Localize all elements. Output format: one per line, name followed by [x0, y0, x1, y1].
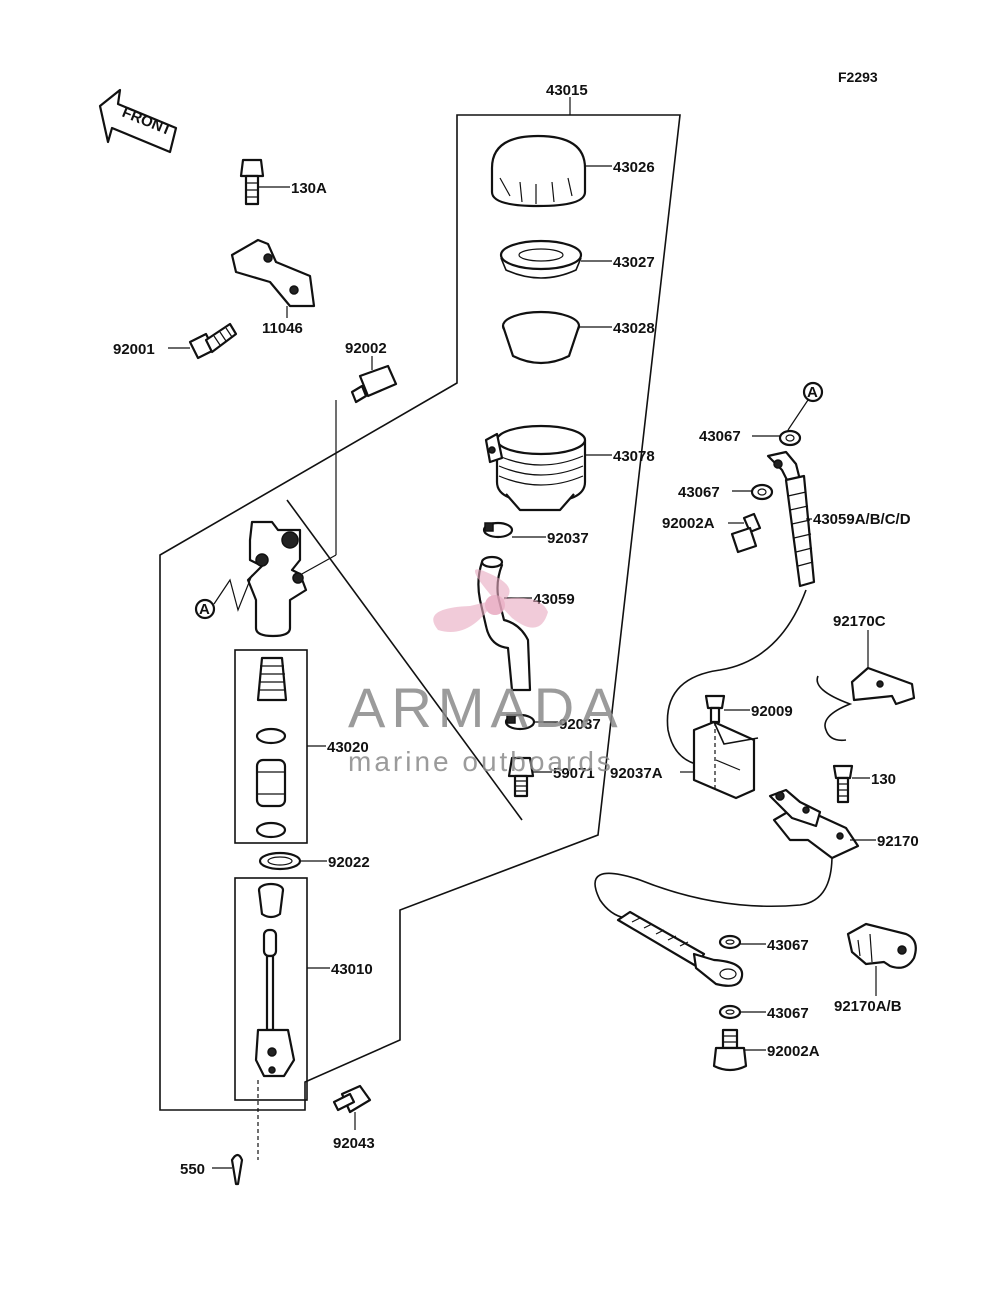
- reservoir-plate: [499, 239, 583, 279]
- hose-bracket-92170: [768, 788, 860, 860]
- label-43067-b: 43067: [678, 484, 720, 501]
- label-43027: 43027: [613, 254, 655, 271]
- bolt-130: [832, 764, 854, 804]
- push-rod-boot: [257, 882, 285, 919]
- ref-marker-a-left: [194, 598, 216, 620]
- label-92002a-top: 92002A: [662, 515, 715, 532]
- label-43059: 43059: [533, 591, 575, 608]
- label-43026: 43026: [613, 159, 655, 176]
- label-130: 130: [871, 771, 896, 788]
- label-92022: 92022: [328, 854, 370, 871]
- bolt-130a: [239, 158, 265, 206]
- hose-clamp-92170c: [816, 666, 916, 742]
- banjo-bolt-top: [730, 512, 762, 554]
- washer-43067-a: [778, 429, 802, 447]
- master-cylinder-body: [246, 520, 308, 638]
- reservoir-group-outline: [159, 114, 681, 1111]
- label-92170: 92170: [877, 833, 919, 850]
- label-92002: 92002: [345, 340, 387, 357]
- reservoir-body: [484, 424, 587, 512]
- hose-clamp-bottom: [504, 713, 536, 731]
- brake-hose-line-a: [666, 589, 807, 766]
- piston-seal-lower: [255, 821, 287, 839]
- piston-boot: [256, 656, 288, 702]
- diagram-code: F2293: [838, 69, 878, 85]
- watermark: ARMADA marine outboards: [348, 569, 624, 777]
- label-550: 550: [180, 1161, 205, 1178]
- cotter-pin: [230, 1153, 244, 1186]
- label-92037-top: 92037: [547, 530, 589, 547]
- ref-marker-a-right: [802, 381, 824, 403]
- hose-fitting: [507, 756, 535, 798]
- label-43010: 43010: [331, 961, 373, 978]
- label-92170c: 92170C: [833, 613, 886, 630]
- label-92002a-bottom: 92002A: [767, 1043, 820, 1060]
- watermark-tagline: marine outboards: [348, 746, 614, 777]
- label-43028: 43028: [613, 320, 655, 337]
- snap-ring: [258, 851, 302, 871]
- washer-43067-c: [718, 934, 742, 950]
- label-92009: 92009: [751, 703, 793, 720]
- banjo-bolt-bottom: [712, 1028, 748, 1072]
- label-11046: 11046: [262, 320, 303, 337]
- label-130a: 130A: [291, 180, 327, 197]
- label-43020: 43020: [327, 739, 369, 756]
- brake-hose-lower: [616, 910, 744, 987]
- screw-92009: [704, 694, 726, 724]
- ref-marker-a-right-text: A: [807, 384, 818, 401]
- label-43059abcd: 43059A/B/C/D: [813, 511, 911, 528]
- washer-43067-b: [750, 483, 774, 501]
- label-92170ab: 92170A/B: [834, 998, 902, 1015]
- label-92043: 92043: [333, 1135, 375, 1152]
- hose-guide-92037a: [692, 720, 759, 800]
- ref-marker-a-left-text: A: [199, 601, 210, 618]
- label-43015: 43015: [546, 82, 588, 99]
- push-rod-group: [234, 877, 308, 1101]
- label-43067-c: 43067: [767, 937, 809, 954]
- bracket-11046: [230, 238, 316, 308]
- brake-hose-line-b: [594, 829, 833, 919]
- front-arrow-icon: FRONT: [98, 88, 178, 154]
- hose-clamp-92170ab: [846, 922, 917, 969]
- label-92037-bottom: 92037: [559, 716, 601, 733]
- label-92001: 92001: [113, 341, 155, 358]
- piston: [255, 758, 287, 808]
- bolt-92001: [188, 322, 238, 360]
- clevis-pin: [332, 1084, 372, 1114]
- label-92037a: 92037A: [610, 765, 663, 782]
- watermark-brand: ARMADA: [348, 676, 624, 739]
- guide-line: [286, 499, 523, 821]
- brake-hose-upper: [766, 450, 816, 588]
- reservoir-cap: [490, 134, 587, 208]
- label-59071: 59071: [553, 765, 595, 782]
- bolt-92002: [350, 364, 398, 404]
- hose-clamp-top: [482, 521, 514, 539]
- label-43067-a: 43067: [699, 428, 741, 445]
- propeller-logo-icon: [433, 569, 548, 632]
- push-rod: [254, 928, 296, 1078]
- label-43067-d: 43067: [767, 1005, 809, 1022]
- piston-seal-upper: [255, 727, 287, 745]
- reservoir-diaphragm: [501, 310, 581, 365]
- label-43078: 43078: [613, 448, 655, 465]
- washer-43067-d: [718, 1004, 742, 1020]
